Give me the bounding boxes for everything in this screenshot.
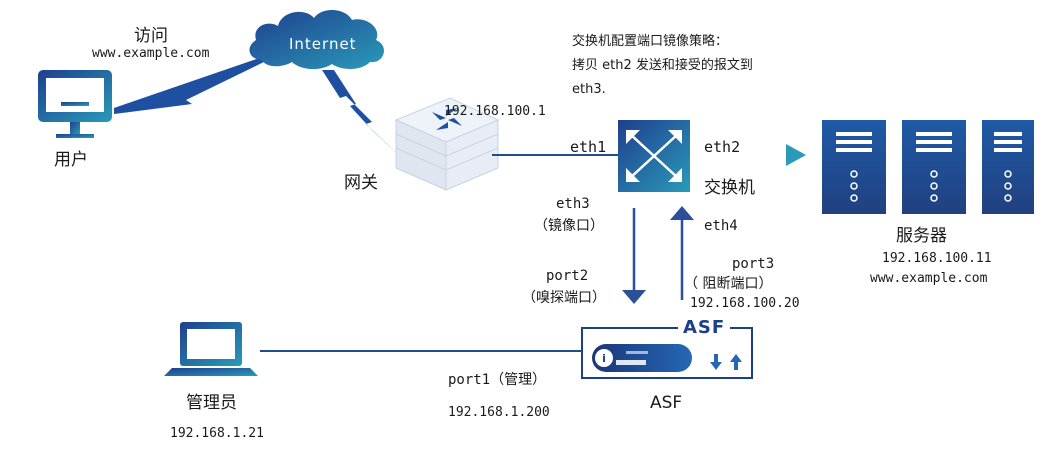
port3-label: port3 (732, 256, 775, 272)
asf-title: ASF (683, 317, 726, 338)
admin-ip: 192.168.1.21 (170, 426, 264, 441)
port2-role: （嗅探端口） (522, 290, 606, 306)
transfer-arrows-icon (710, 354, 742, 370)
eth3-label: eth3 (556, 196, 590, 212)
policy-line1: 拷贝 eth2 发送和接受的报文到 (572, 58, 753, 73)
eth3-role: （镜像口） (534, 218, 604, 234)
user-computer-icon (38, 70, 112, 138)
switch-icon (618, 120, 690, 192)
switch-label: 交换机 (704, 178, 755, 198)
server-ip: 192.168.100.11 (882, 251, 992, 266)
asf-label: ASF (650, 393, 683, 413)
server-icon-1 (822, 120, 886, 214)
internet-label: Internet (289, 35, 357, 53)
port1-label: port1（管理） (448, 372, 547, 388)
eth2-label: eth2 (704, 138, 741, 156)
gateway-ip: 192.168.100.1 (444, 104, 546, 119)
server-icon-2 (902, 120, 966, 214)
port3-ip: 192.168.100.20 (690, 296, 800, 311)
server-label: 服务器 (896, 226, 947, 246)
access-title: 访问 (134, 26, 168, 46)
port3-role: （ 阻断端口） (684, 276, 773, 292)
eth4-label: eth4 (704, 218, 738, 234)
server-url: www.example.com (870, 271, 988, 286)
asf-appliance-icon: i (581, 327, 753, 379)
wireless-link-internet-gateway (322, 70, 404, 160)
arrow-to-server-icon (786, 144, 806, 166)
user-label: 用户 (54, 150, 88, 170)
svg-text:i: i (602, 352, 606, 365)
gateway-label: 网关 (344, 173, 378, 193)
port2-label: port2 (546, 268, 589, 284)
policy-title: 交换机配置端口镜像策略： (572, 34, 729, 49)
policy-line2: eth3. (572, 82, 606, 97)
eth1-label: eth1 (570, 138, 607, 156)
admin-laptop-icon (164, 322, 258, 376)
arrow-down-icon (622, 290, 646, 304)
admin-label: 管理员 (186, 393, 237, 413)
arrow-up-icon (670, 206, 694, 220)
server-icon-3 (982, 120, 1034, 214)
port1-ip: 192.168.1.200 (448, 405, 550, 420)
access-url: www.example.com (92, 46, 210, 61)
gateway-router-icon (394, 97, 500, 191)
internet-cloud-icon (249, 9, 384, 70)
wireless-link-user-internet (114, 55, 268, 114)
